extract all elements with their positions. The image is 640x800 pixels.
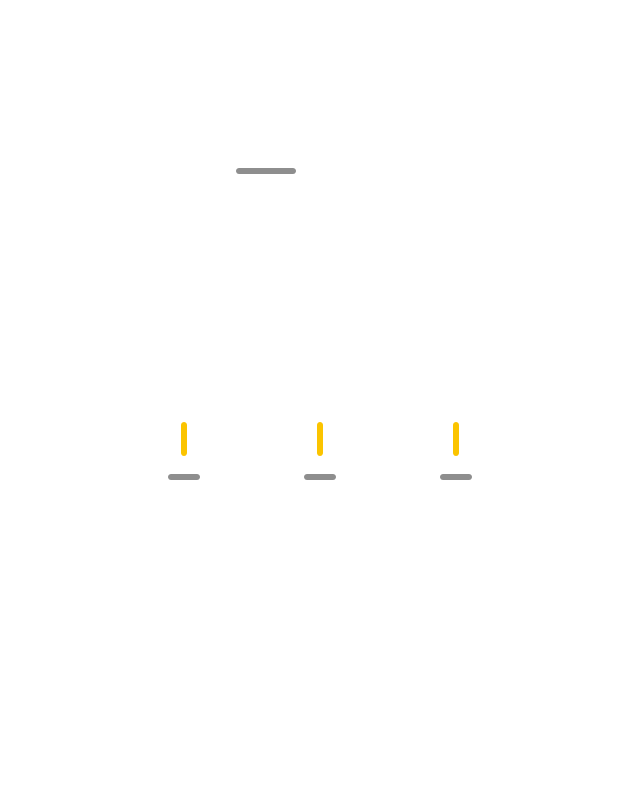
indicator-bar	[317, 422, 323, 456]
indicator-1	[166, 422, 202, 482]
indicator-label-placeholder	[168, 474, 200, 480]
indicator-2	[302, 422, 338, 482]
title-placeholder	[236, 168, 296, 174]
indicator-label-placeholder	[440, 474, 472, 480]
indicator-bar	[453, 422, 459, 456]
indicator-bar	[181, 422, 187, 456]
indicator-label-placeholder	[304, 474, 336, 480]
indicator-3	[438, 422, 474, 482]
